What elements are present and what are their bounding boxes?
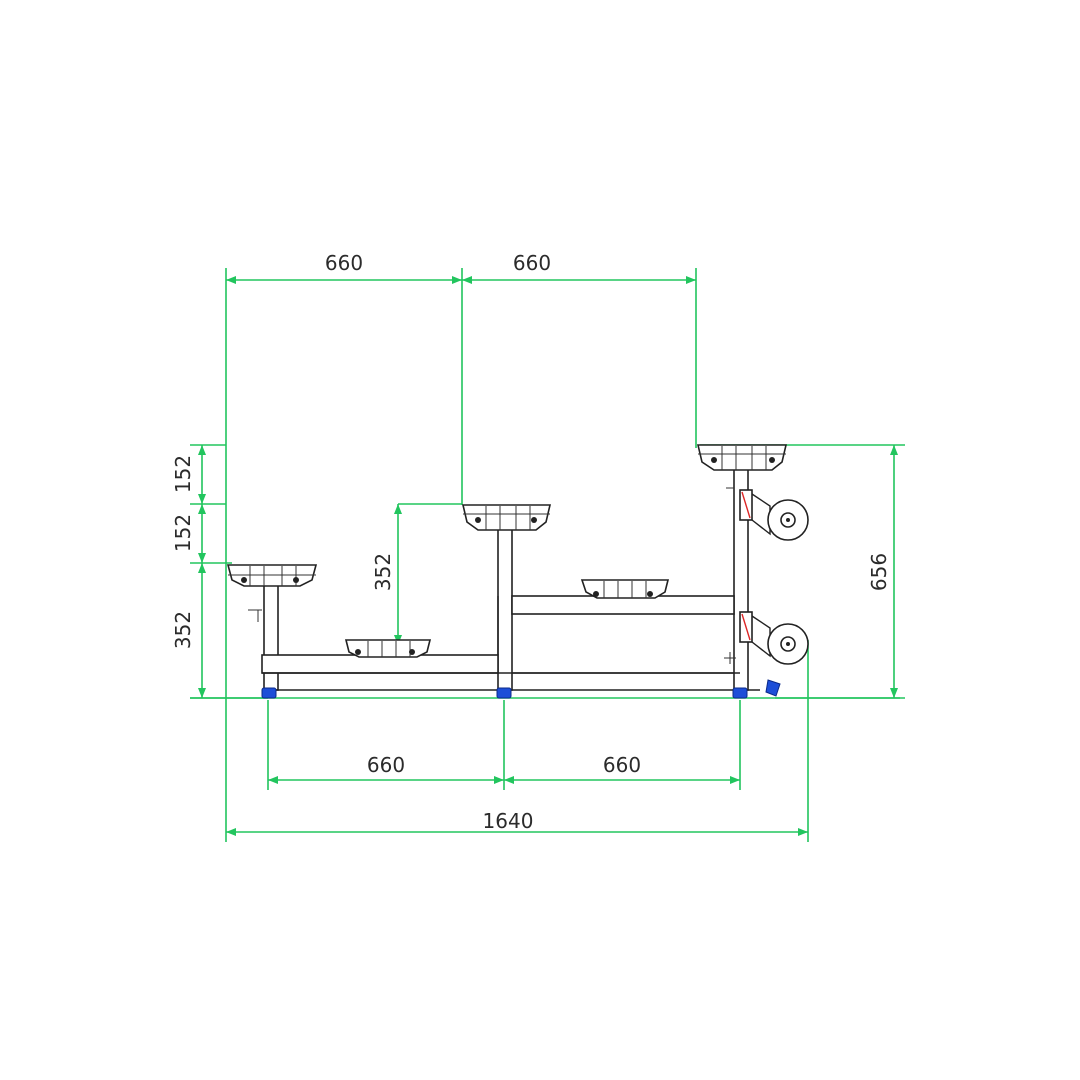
seat-left [226, 564, 318, 587]
seat-center-high [461, 504, 552, 531]
bench-frame [248, 463, 760, 691]
dim-left-mid: 152 [171, 514, 195, 552]
dim-height-total: 656 [867, 553, 891, 591]
foot-wheel [765, 679, 781, 697]
dim-bottom-left: 660 [367, 753, 405, 777]
dim-bottom-right: 660 [603, 753, 641, 777]
foot-center [496, 687, 512, 699]
dim-left-lower: 352 [171, 611, 195, 649]
dim-top-left: 660 [325, 251, 363, 275]
dim-overall: 1640 [483, 809, 534, 833]
dim-center-seat: 352 [371, 553, 395, 591]
seat-right-high [696, 444, 788, 471]
dim-top-right: 660 [513, 251, 551, 275]
wheel-upper [739, 489, 809, 541]
dimension-lines [190, 268, 905, 842]
dim-left-upper: 152 [171, 455, 195, 493]
foot-right [732, 687, 748, 699]
dimension-labels: 660 660 660 660 1640 656 352 152 152 352 [171, 251, 891, 833]
seat-right-low [580, 579, 670, 599]
foot-left [261, 687, 277, 699]
wheel-lower [739, 611, 809, 665]
feet [261, 679, 781, 699]
seat-left-low [344, 639, 432, 658]
